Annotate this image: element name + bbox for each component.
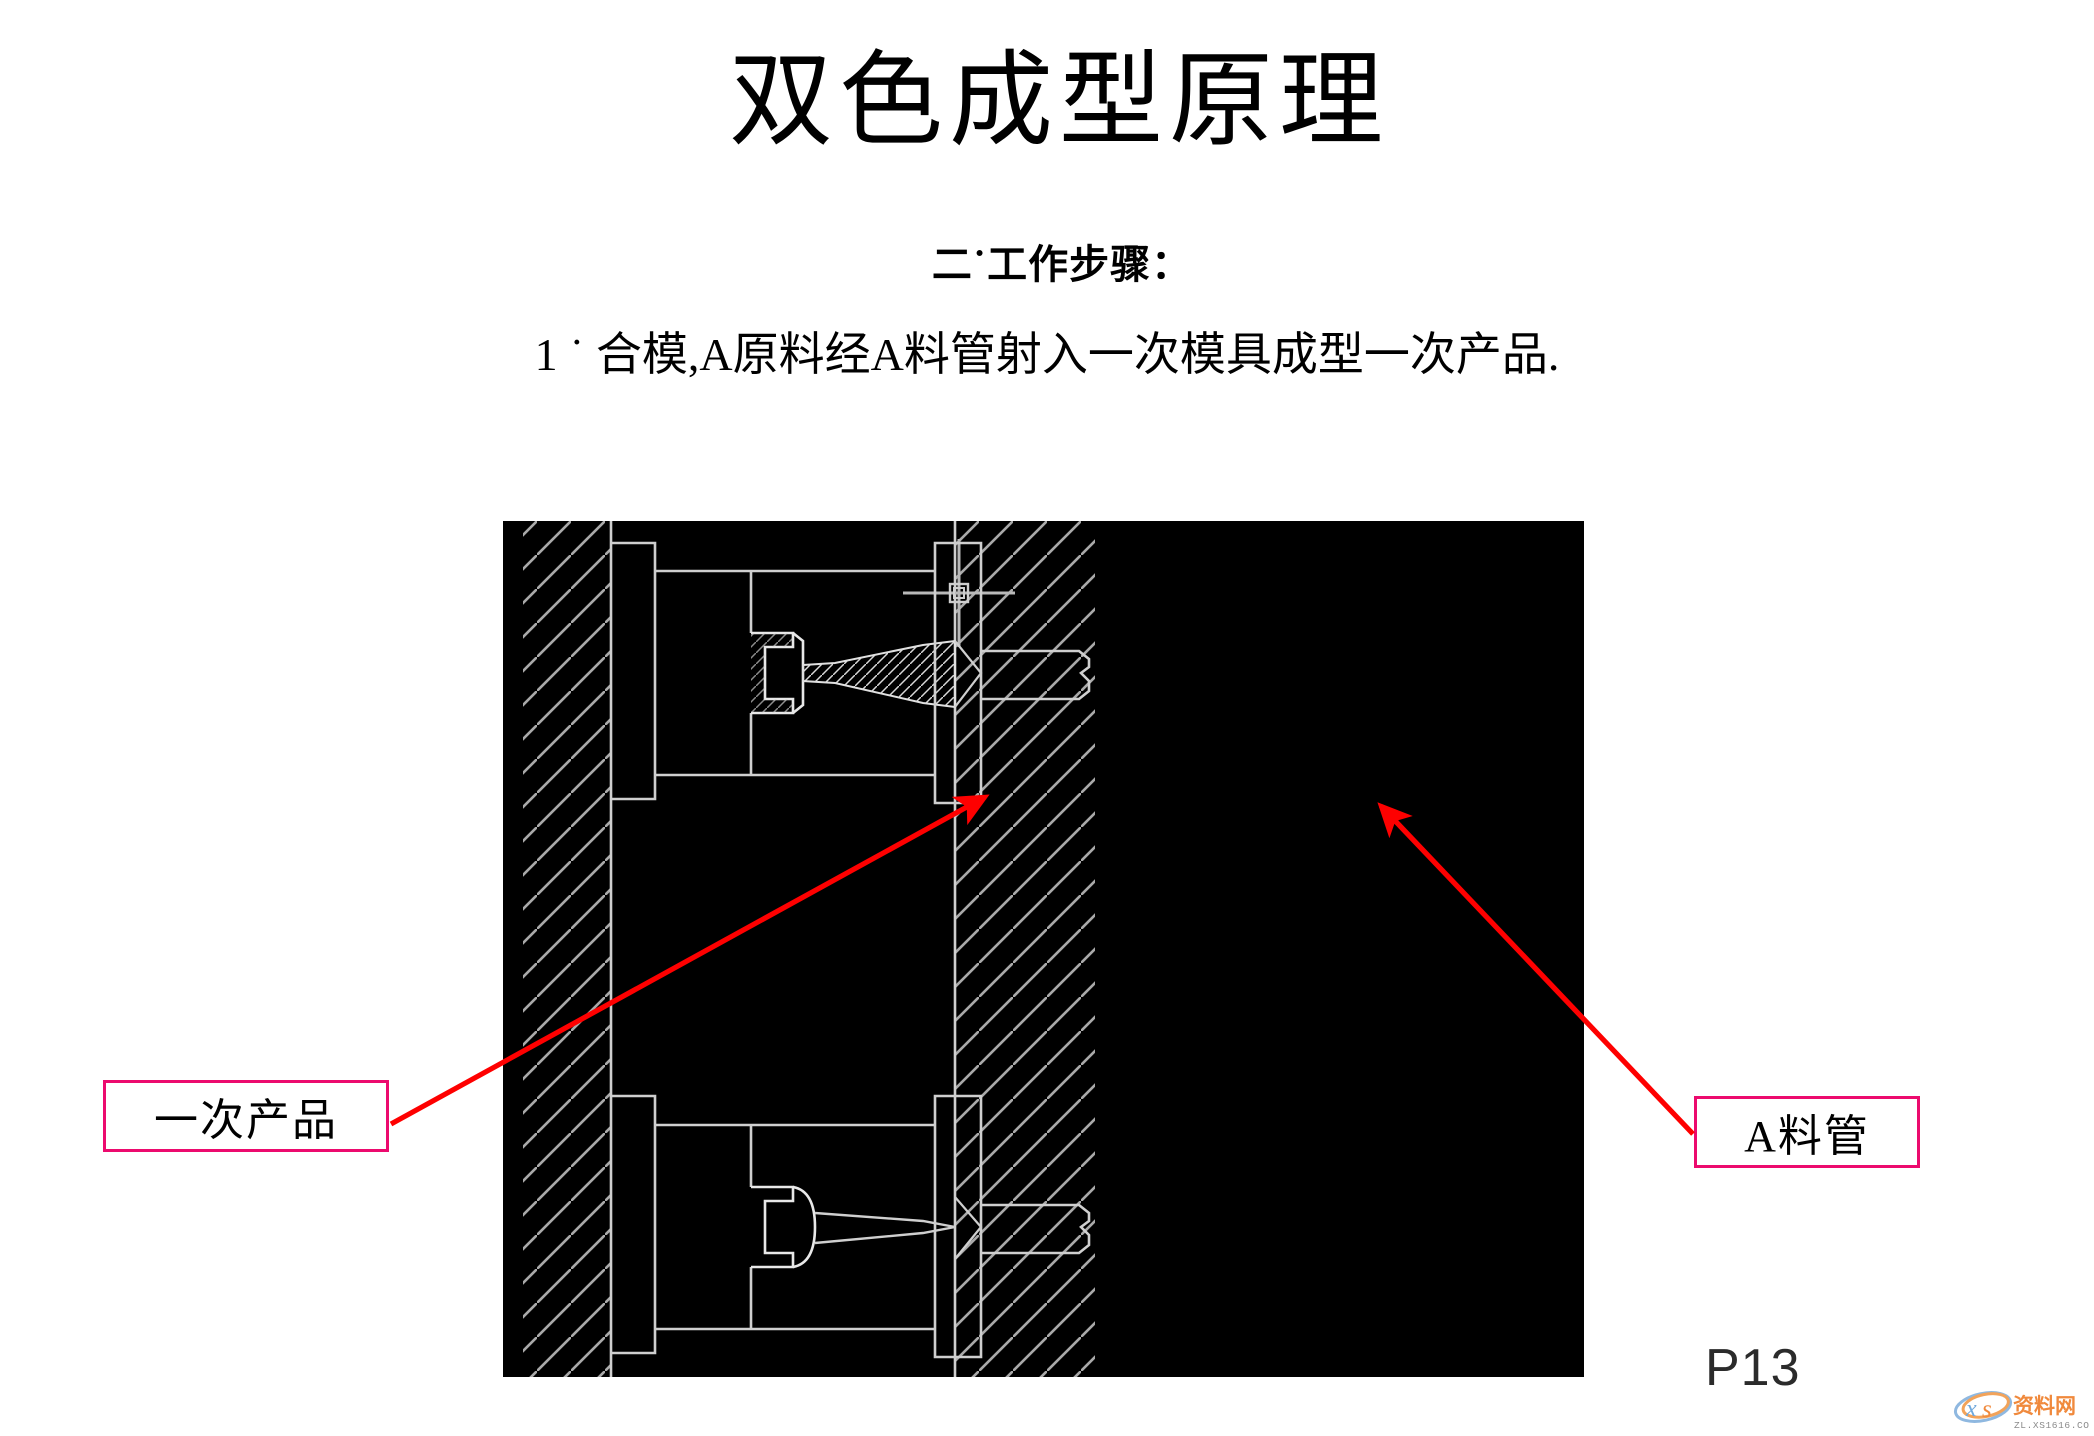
second-cavity-outline [751,1185,795,1269]
watermark-site-url: ZL.XS1616.COM [2014,1420,2090,1431]
upper-mold-assembly [611,541,1091,805]
callout-a-material-nozzle[interactable]: A料管 [1694,1096,1920,1168]
cad-drawing-panel [503,521,1584,1377]
page-number: P13 [1705,1339,1801,1397]
watermark-xs-logo-icon: x s [1953,1391,2013,1423]
a-material-nozzle-upper [954,640,1091,708]
callout-a-material-nozzle-label: A料管 [1744,1112,1870,1161]
page-title: 双色成型原理 [728,44,1389,159]
lower-mold-assembly [611,1094,1091,1359]
site-watermark: x s 资料网 ZL.XS1616.COM [1953,1391,2090,1431]
cad-drawing [523,521,1095,1377]
left-mold-platen [523,521,613,1377]
right-mold-platen [953,521,1095,1377]
cad-origin-crosshair [903,539,1015,647]
svg-text:s: s [1982,1396,1992,1423]
callout-first-shot-product-label: 一次产品 [154,1096,338,1145]
callout-first-shot-product[interactable]: 一次产品 [103,1080,389,1152]
a-material-runner [802,639,956,709]
a-material-nozzle-lower [954,1196,1091,1260]
section-subtitle: 二˙工作步骤： [931,242,1193,287]
svg-text:x: x [1965,1396,1977,1422]
step-description: 1 ˙ 合模,A原料经A料管射入一次模具成型一次产品. [534,329,1560,380]
watermark-site-name: 资料网 [2013,1395,2076,1418]
